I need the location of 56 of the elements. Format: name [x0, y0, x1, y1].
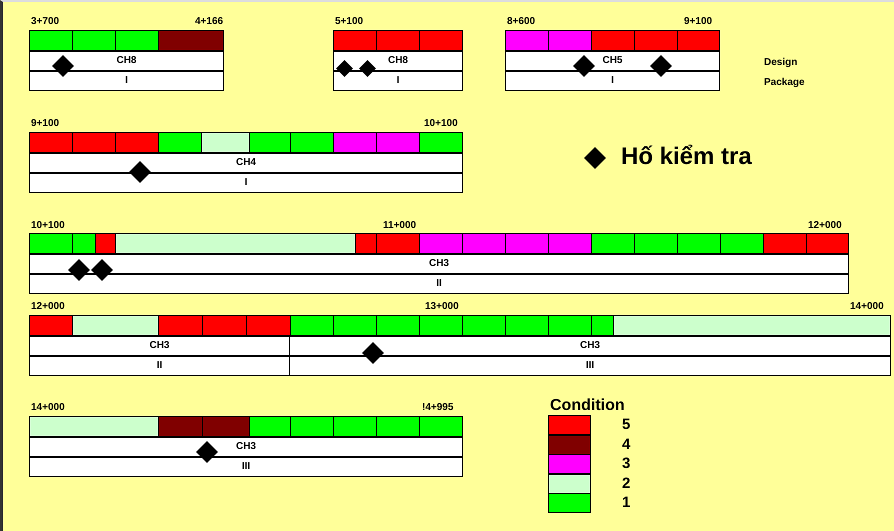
package-row-box	[333, 51, 463, 71]
package-row-box	[505, 71, 720, 91]
legend-label: Hố kiểm tra	[621, 143, 752, 171]
package-row-box	[505, 51, 720, 71]
package-row-box	[29, 437, 463, 457]
chainage-label: 12+000	[31, 301, 65, 312]
row-label: I	[611, 74, 614, 88]
row-label: I	[244, 176, 248, 190]
package-row-box	[29, 356, 290, 376]
package-row-box	[289, 336, 891, 356]
chainage-label: 11+000	[383, 220, 416, 231]
row-label: II	[436, 277, 442, 291]
row-label: III	[242, 460, 250, 474]
package-row-box	[29, 153, 463, 173]
package-row-box	[333, 71, 463, 91]
chainage-label: 4+166	[195, 16, 224, 27]
package-row-box	[289, 356, 891, 376]
chainage-label: 8+600	[507, 16, 536, 27]
package-row-box	[29, 274, 849, 294]
row-label: CH3	[236, 440, 256, 454]
row-label: II	[156, 359, 162, 373]
chainage-label: 10+100	[424, 118, 458, 129]
chainage-label: !4+995	[422, 402, 454, 413]
legend-label: 3	[622, 455, 630, 472]
chainage-label: 12+000	[808, 220, 842, 231]
side-label: Package	[764, 77, 805, 88]
package-row-box	[29, 457, 463, 477]
chainage-label: 3+700	[31, 16, 60, 27]
legend-label: 1	[622, 494, 630, 511]
row-label: CH3	[149, 339, 170, 353]
legend-title: Condition	[550, 397, 625, 415]
chainage-label: 14+000	[31, 402, 65, 413]
chainage-label: 5+100	[335, 16, 364, 27]
row-label: CH3	[428, 257, 449, 271]
package-row-box	[29, 173, 463, 193]
chainage-label: 10+100	[31, 220, 65, 231]
package-row-box	[29, 51, 224, 71]
row-label: CH8	[388, 54, 408, 68]
legend-label: 4	[622, 436, 630, 452]
legend-label: 2	[622, 474, 630, 492]
chainage-label: 9+100	[31, 118, 60, 129]
row-label: CH3	[580, 339, 600, 353]
row-label: I	[396, 74, 400, 88]
chainage-label: 14+000	[850, 301, 884, 312]
chainage-label: 13+000	[425, 301, 459, 312]
package-row-box	[29, 254, 849, 274]
package-row-box	[29, 71, 224, 91]
chainage-label: 9+100	[684, 16, 712, 27]
row-label: CH5	[602, 54, 622, 68]
row-label: CH8	[116, 54, 136, 68]
side-label: Design	[764, 57, 798, 68]
package-row-box	[29, 336, 290, 356]
row-label: I	[125, 74, 128, 88]
legend-label: 5	[622, 416, 630, 433]
row-label: III	[586, 359, 594, 373]
row-label: CH4	[236, 156, 256, 170]
